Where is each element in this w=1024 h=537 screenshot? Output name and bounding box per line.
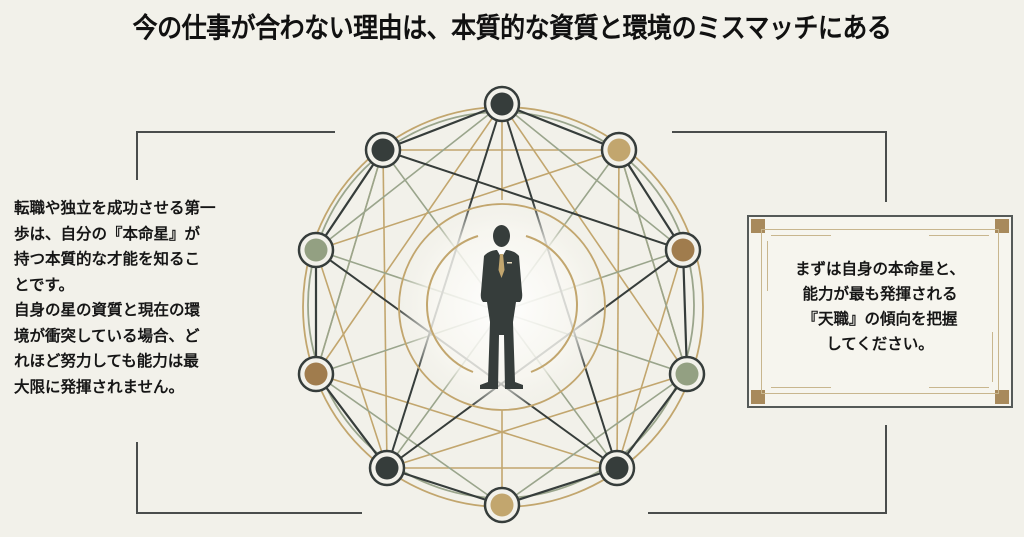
node-left-upper — [297, 231, 335, 269]
left-text-line: 境が衝突している場合、ど — [14, 326, 200, 345]
left-text-line: とです。 — [14, 275, 74, 294]
node-right — [664, 231, 702, 269]
node-bottom-left — [368, 449, 406, 487]
inner-frame-bottom-left — [771, 387, 831, 388]
node-left-lower — [297, 355, 335, 393]
left-text-line: 自身の星の資質と現在の環 — [14, 301, 201, 319]
bracket-top-left — [136, 131, 335, 180]
businessman-icon — [480, 225, 523, 389]
callout-line: まずは自身の本命星と、 — [795, 260, 965, 278]
node-lower-right — [668, 355, 706, 393]
left-text-line: 転職や独立を成功させる第一 — [14, 199, 216, 217]
inner-frame-left — [767, 241, 768, 291]
left-text-line: 歩は、自分の『本命星』が — [14, 224, 201, 243]
left-description: 転職や独立を成功させる第一 歩は、自分の『本命星』が 持つ本質的な才能を知るこ … — [14, 196, 284, 400]
inner-arc-right — [525, 235, 578, 373]
bracket-top-right — [672, 131, 887, 202]
inner-frame-top-right — [929, 235, 989, 236]
node-top — [483, 85, 521, 123]
inner-frame-top-left — [771, 235, 831, 236]
left-text-line: 大限に発揮されません。 — [14, 377, 185, 396]
right-callout-panel: まずは自身の本命星と、 能力が最も発揮される 『天職』の傾向を把握 してください… — [747, 215, 1013, 408]
callout-line: してください。 — [826, 335, 934, 353]
callout-line: 能力が最も発揮される — [802, 285, 958, 303]
callout-line: 『天職』の傾向を把握 — [802, 310, 958, 328]
page-title: 今の仕事が合わない理由は、本質的な資質と環境のミスマッチにある — [132, 11, 892, 44]
inner-frame-bottom-right — [929, 387, 989, 388]
inner-arc-left — [426, 235, 479, 373]
bracket-bottom-right — [648, 425, 887, 514]
node-upper-left — [364, 131, 402, 169]
callout-text: まずは自身の本命星と、 能力が最も発揮される 『天職』の傾向を把握 してください… — [749, 257, 1011, 357]
inner-frame — [761, 229, 999, 394]
node-bottom — [483, 486, 521, 524]
inner-ring-large — [398, 203, 606, 411]
inner-frame-right — [992, 332, 993, 382]
bracket-bottom-left — [136, 442, 362, 514]
left-text-line: 持つ本質的な才能を知るこ — [14, 250, 201, 268]
node-bottom-right — [598, 449, 636, 487]
node-upper-right — [600, 131, 638, 169]
left-text-line: れほど努力しても能力は最 — [14, 352, 199, 370]
